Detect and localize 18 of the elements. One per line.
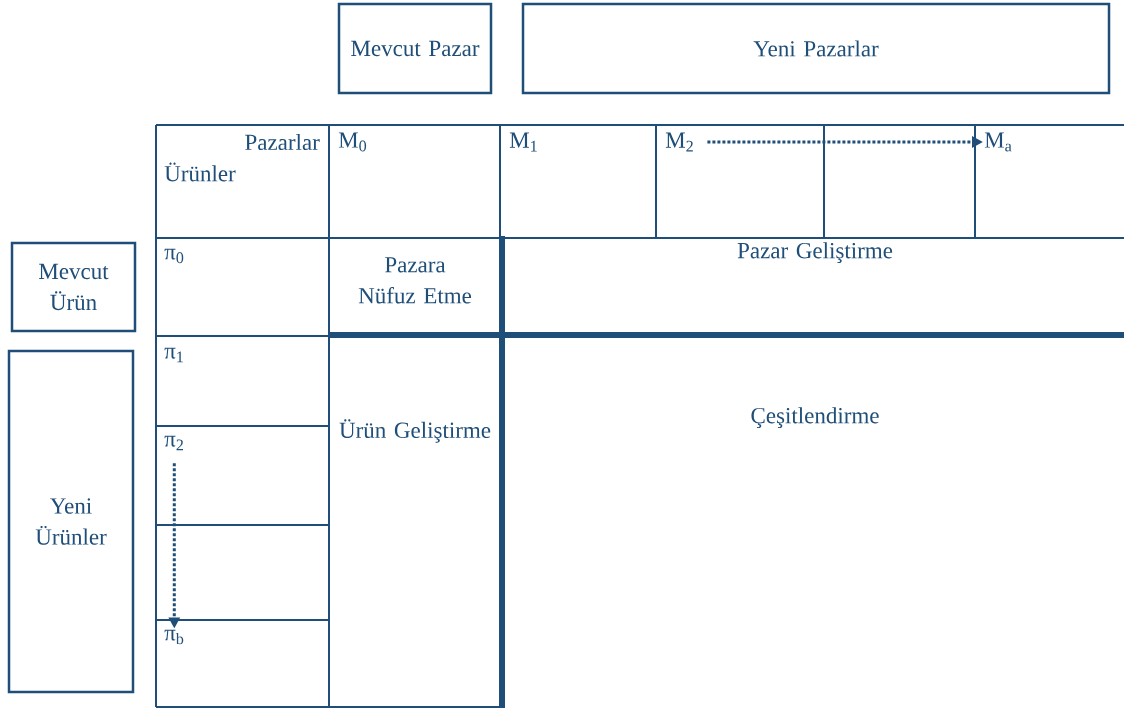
heading-box: Mevcut Pazar (337, 2, 493, 95)
strategy-label: Ürün Geliştirme (339, 419, 491, 443)
axis-label: M$_{2}$ (665, 132, 693, 152)
cell-label: Ürünler (164, 162, 236, 182)
cell-label: M$_{0}$ (338, 132, 367, 152)
strategy-label: Pazar Geliştirme (737, 242, 893, 264)
cell-label: π$_{1}$ (164, 347, 183, 363)
cell-label: M$_{1}$ (509, 132, 537, 152)
cell-label: Pazarlar (245, 133, 320, 151)
cell-label: π$_{0}$ (164, 248, 184, 264)
heading-box: Mevcut Ürün (10, 241, 137, 333)
axis-label: π$_{b}$ (164, 629, 184, 645)
heading-box: Yeni Pazarlar (521, 2, 1111, 95)
strategy-label: Pazara Nüfuz Etme (358, 257, 472, 304)
axis-label: π$_{2}$ (164, 435, 183, 451)
strategy-label: Çeşitlendirme (751, 407, 879, 429)
heading-box: Yeni Ürünler (7, 349, 135, 694)
axis-label: M$_{a}$ (984, 132, 1012, 152)
